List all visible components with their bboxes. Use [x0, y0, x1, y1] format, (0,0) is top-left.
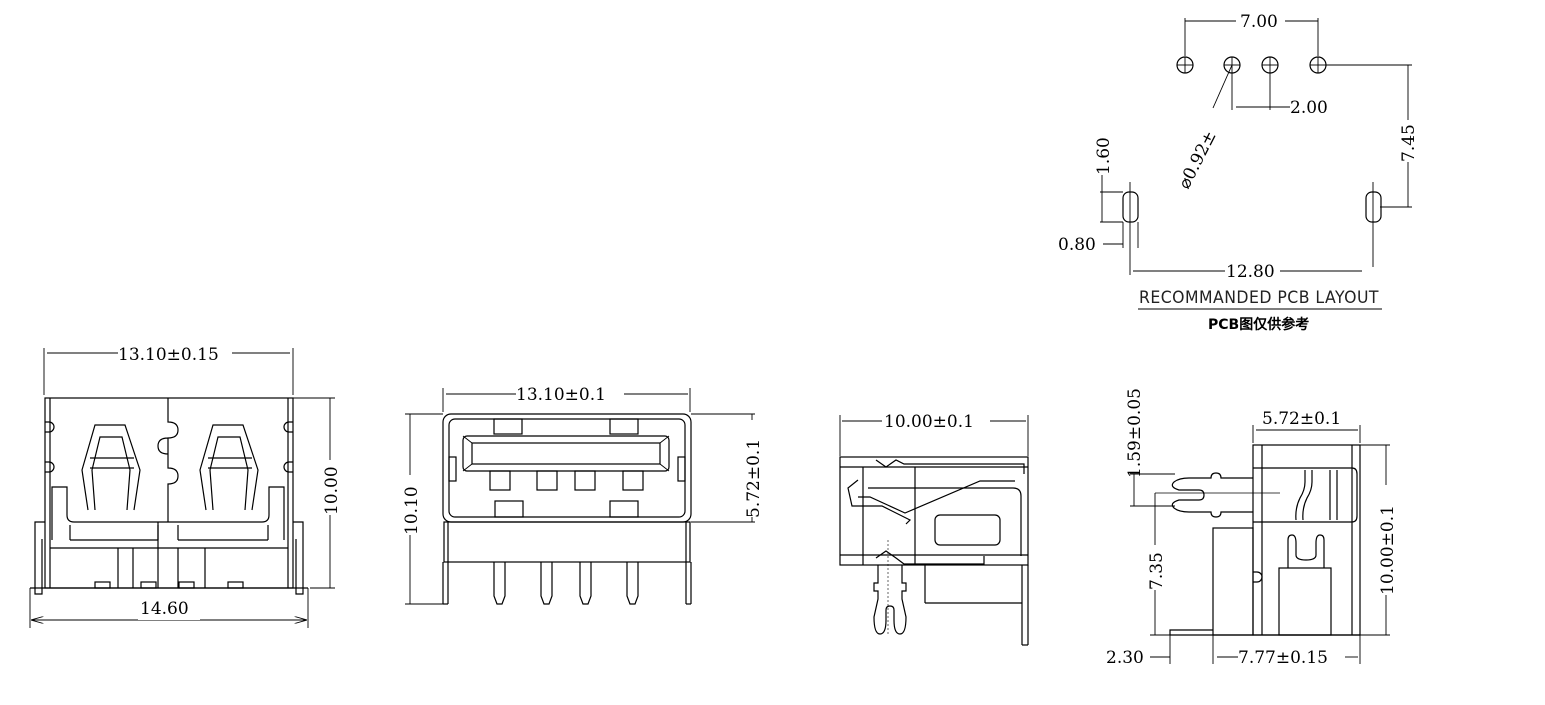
side-view: 10.00±0.1 [839, 412, 1029, 646]
dim-top-height: 10.00 [322, 466, 342, 515]
end-view: 5.72±0.1 1.59±0.05 7.35 [1106, 388, 1398, 668]
dim-end-length: 7.77±0.15 [1238, 648, 1328, 668]
pcb-note-cn: PCB图仅供参考 [1208, 316, 1309, 333]
dim-slot-length: 1.60 [1094, 137, 1114, 175]
pcb-holes [1176, 56, 1327, 74]
pcb-slot-left [1122, 191, 1139, 223]
dim-row-offset: 7.45 [1399, 124, 1419, 162]
dim-end-pin-height: 7.35 [1147, 552, 1167, 590]
dim-end-height: 10.00±0.1 [1378, 505, 1398, 595]
dim-front-width: 13.10±0.1 [516, 385, 606, 405]
dim-slot-span: 12.80 [1226, 262, 1275, 282]
dim-slot-width: 0.80 [1058, 235, 1096, 255]
dim-end-body-width: 5.72±0.1 [1262, 409, 1341, 429]
dim-hole-diameter: ⌀0.92± [1175, 128, 1221, 193]
dim-side-depth: 10.00±0.1 [884, 412, 974, 432]
dim-end-offset: 2.30 [1106, 648, 1144, 668]
dim-front-height: 10.10 [402, 486, 422, 535]
top-view: 13.10±0.15 [29, 345, 342, 628]
pcb-layout: 7.00 2.00 ⌀0.92± 7.45 1.60 [1058, 12, 1419, 333]
pcb-layout-title: RECOMMANDED PCB LAYOUT [1139, 288, 1379, 308]
front-view: 13.10±0.1 [402, 385, 764, 605]
dim-end-pin-width: 1.59±0.05 [1125, 388, 1145, 478]
dim-pin-span: 7.00 [1240, 12, 1278, 32]
pcb-slot-right [1365, 191, 1382, 223]
dim-port-height: 5.72±0.1 [744, 439, 764, 518]
dim-total-width: 14.60 [140, 599, 189, 619]
dim-pin-pitch: 2.00 [1290, 98, 1328, 118]
dim-top-width: 13.10±0.15 [118, 345, 219, 365]
